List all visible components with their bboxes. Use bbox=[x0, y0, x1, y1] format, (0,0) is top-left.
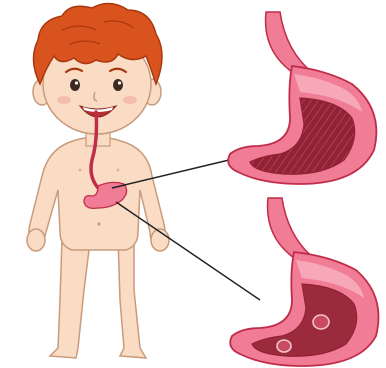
left-cheek bbox=[57, 96, 71, 104]
right-eye bbox=[113, 79, 123, 91]
chest-mark bbox=[79, 169, 82, 172]
pointer-line-to-ulcer-stomach bbox=[116, 202, 260, 300]
stomach-2-esophagus bbox=[268, 198, 316, 260]
ulcer-1 bbox=[313, 315, 329, 329]
callout-healthy-stomach bbox=[228, 12, 376, 184]
eye-highlight bbox=[118, 81, 121, 84]
stomach-1-muscle-lining bbox=[250, 98, 355, 174]
left-hand bbox=[27, 229, 45, 251]
stomach-2-inner-lining bbox=[252, 284, 357, 356]
eye-highlight bbox=[75, 81, 78, 84]
navel bbox=[97, 222, 100, 225]
boy bbox=[27, 3, 169, 358]
stomach-1-esophagus bbox=[266, 12, 314, 74]
right-cheek bbox=[123, 96, 137, 104]
callout-ulcer-stomach bbox=[230, 198, 378, 366]
ulcer-2 bbox=[277, 340, 291, 352]
boy-legs bbox=[50, 238, 146, 358]
left-eye bbox=[70, 79, 80, 91]
chest-mark bbox=[117, 169, 120, 172]
